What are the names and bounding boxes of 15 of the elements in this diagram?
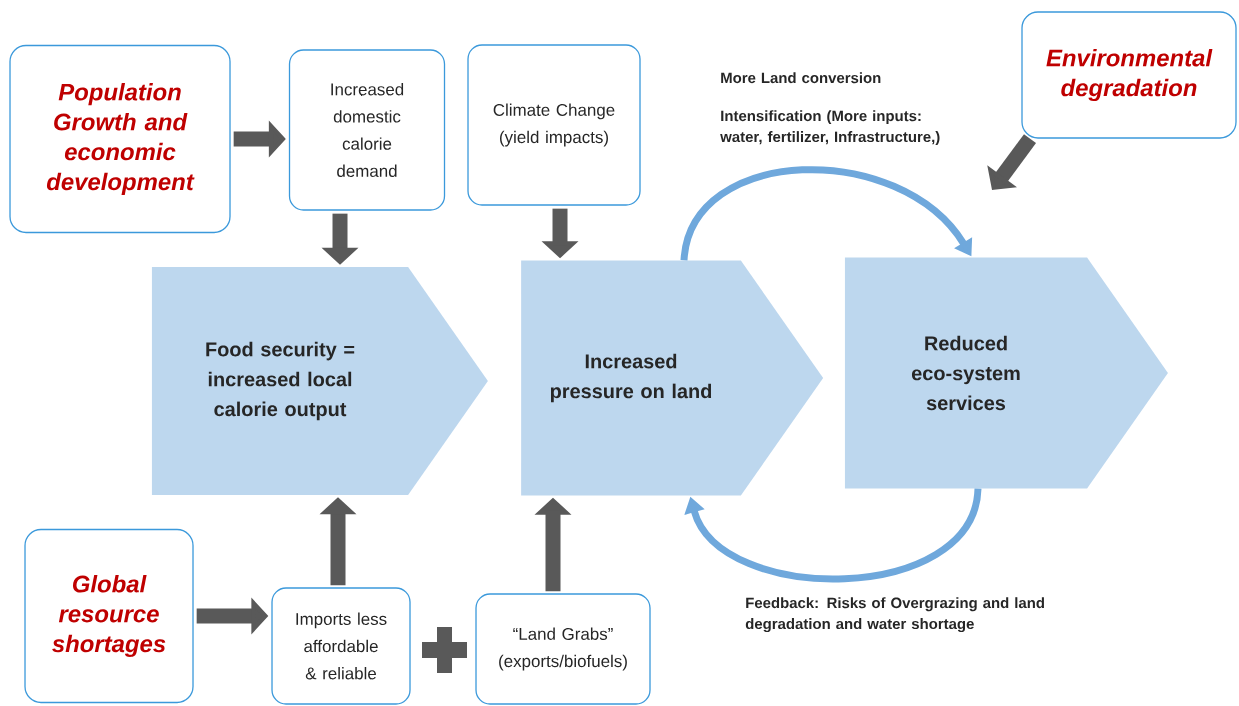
note-text: Feedback: Risks of Overgrazing and land degradation and water shortage: [745, 597, 1044, 633]
process-box: “Land Grabs” (exports/biofuels): [475, 593, 651, 705]
note-text: More Land conversion: [721, 72, 881, 84]
chevron-step: Food security = increased local calorie output: [151, 267, 488, 495]
arrow: [684, 487, 982, 583]
arrow: [680, 166, 973, 261]
process-box: Increased domestic calorie demand: [288, 49, 446, 211]
heading-box: Population Growth and economic development: [9, 44, 231, 234]
chevron-step: Increased pressure on land: [521, 260, 824, 496]
chevron-step: Reduced eco-system services: [844, 257, 1168, 489]
heading-box: Global resource shortages: [24, 528, 194, 704]
note-text: Intensification (More inputs: water, fertilizer, Infrastructure,): [720, 110, 940, 146]
process-box: Climate Change (yield impacts): [467, 44, 641, 206]
process-box: Imports less affordable & reliable: [271, 587, 411, 705]
heading-box: Environmental degradation: [1021, 11, 1237, 139]
